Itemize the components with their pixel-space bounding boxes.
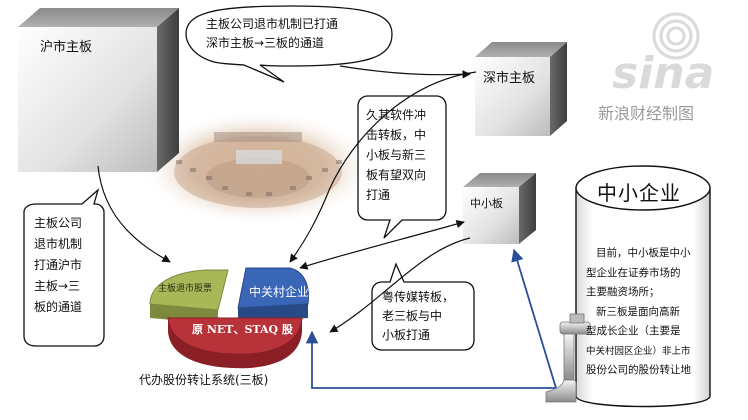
cylinder-line: 主要融资场所；	[586, 286, 660, 298]
cylinder-line: 目前，中小板是中小	[596, 247, 691, 259]
pie-label-net-staq: 原 NET、STAQ 股	[192, 323, 293, 336]
middle-bubble-line: 击转板，中	[366, 128, 427, 142]
bottom-bubble-line: 粤传媒转板，	[382, 290, 455, 304]
blue-arrow-to-pie	[305, 330, 556, 389]
middle-bubble-line: 板有望双向	[366, 168, 427, 182]
middle-bubble-line: 小板与新三	[366, 148, 427, 162]
top-bubble-line: 主板公司退市机制已打通	[206, 17, 339, 31]
cylinder-line: 型成长企业（主要是	[586, 325, 681, 337]
sina-logo: sina	[612, 12, 714, 99]
top-bubble-line: 深市主板→三板的通道	[206, 36, 325, 50]
middle-bubble-text: 久其软件冲 击转板，中 小板与新三 板有望双向 打通	[366, 105, 444, 205]
pie-slice-blue	[237, 267, 309, 309]
cylinder-title: 中小企业	[597, 181, 681, 205]
arrow-top-bubble-to-shenzhen	[339, 65, 471, 79]
left-bubble-text: 主板公司 退市机制 打通沪市 主板→三 板的通道	[34, 213, 100, 318]
bottom-bubble-line: 小板打通	[382, 328, 431, 342]
pie-label-delisted: 主板退市股票	[158, 284, 213, 294]
blue-arrow-to-sme	[511, 248, 557, 389]
cylinder-line: 中关村园区企业）非上市	[586, 345, 691, 357]
top-bubble-shape	[185, 5, 393, 83]
middle-bubble-line: 打通	[366, 188, 391, 202]
pie-slice-green	[149, 269, 229, 311]
curve-bottom-bubble-to-pie	[329, 237, 471, 333]
faucet-icon	[545, 313, 591, 403]
cylinder-line: 股份公司的股份转让地	[586, 364, 691, 376]
shenzhen-main-board-cube	[475, 42, 567, 136]
arrow-shanghai-to-pie	[97, 165, 171, 263]
pie-caption: 代办股份转让系统(三板)	[139, 373, 269, 387]
bottom-bubble-line: 老三板与中	[382, 309, 443, 323]
arrow-sme-pie-two-way	[299, 220, 465, 270]
shenzhen-main-board-label: 深市主板	[483, 71, 536, 86]
bottom-bubble-shape	[371, 262, 475, 351]
left-bubble-line: 退市机制	[34, 237, 83, 251]
left-bubble-shape	[23, 188, 105, 347]
pie-label-zhongguancun: 中关村企业	[249, 285, 310, 299]
cylinder-line: 型企业在证券市场的	[586, 266, 681, 279]
bottom-bubble-text: 粤传媒转板， 老三板与中 小板打通	[382, 288, 472, 345]
watermark-caption: 新浪财经制图	[598, 104, 695, 123]
shanghai-main-board-cube	[18, 8, 179, 172]
left-bubble-line: 打通沪市	[34, 258, 83, 272]
left-bubble-line: 主板公司	[34, 216, 83, 230]
trading-hall-photo	[140, 110, 376, 226]
shanghai-main-board-label: 沪市主板	[40, 40, 93, 55]
cylinder-line: 新三板是面向高新	[596, 305, 680, 318]
middle-bubble-line: 久其软件冲	[366, 108, 427, 122]
left-bubble-line: 主板→三	[34, 279, 81, 293]
sme-cylinder	[575, 165, 711, 408]
cylinder-body: 目前，中小板是中小 型企业在证券市场的 主要融资场所； 新三板是面向高新 型成长…	[586, 244, 708, 381]
top-bubble-text: 主板公司退市机制已打通 深市主板→三板的通道	[206, 15, 382, 53]
otc-pie-chart	[149, 267, 309, 369]
sina-logo-text: sina	[612, 48, 714, 99]
sme-board-cube	[463, 173, 536, 244]
sme-board-label: 中小板	[470, 197, 503, 210]
left-bubble-line: 板的通道	[34, 300, 83, 314]
